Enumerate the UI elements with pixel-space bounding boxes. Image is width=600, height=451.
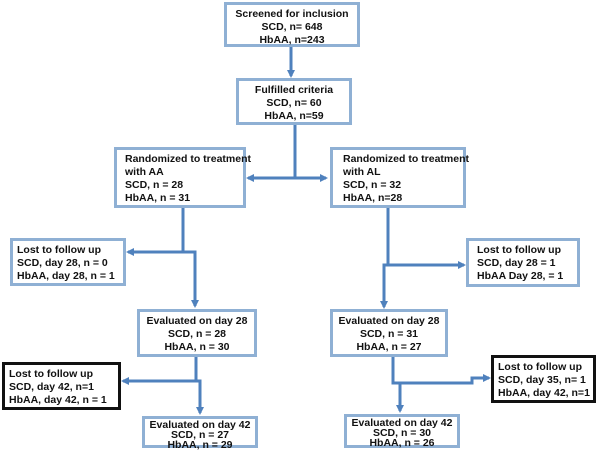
arrow-al-lost42 [393,374,491,385]
box-randomized-al: Randomized to treatment with AL SCD, n =… [330,147,469,208]
box-evaluated-aa-day28: Evaluated on day 28 SCD, n = 28 HbAA, n … [137,309,257,357]
arrow-aa-down [181,208,199,308]
box-evaluated-al-day42: Evaluated on day 42 SCD, n = 30 HbAA, n … [344,414,460,448]
box-fulfilled: Fulfilled criteria SCD, n= 60 HbAA, n=59 [236,78,352,125]
box-lost-al-day42: Lost to follow up SCD, day 35, n= 1 HbAA… [491,355,596,403]
arrow-aa-eval28-down [194,357,204,415]
box-lost-aa-day28: Lost to follow up SCD, day 28, n = 0 HbA… [10,238,126,286]
box-evaluated-aa-day42: Evaluated on day 42 SCD, n = 27 HbAA, n … [142,416,258,450]
arrow-al-down [380,208,390,309]
box-lost-aa-day42: Lost to follow up SCD, day 42, n=1 HbAA,… [2,362,121,410]
box-randomized-aa: Randomized to treatment with AA SCD, n =… [114,147,251,208]
box-evaluated-al-day28: Evaluated on day 28 SCD, n = 31 HbAA, n … [330,309,448,357]
box-screened: Screened for inclusion SCD, n= 648 HbAA,… [224,2,360,47]
box-lost-al-day28: Lost to follow up SCD, day 28 = 1 HbAA D… [466,238,580,287]
